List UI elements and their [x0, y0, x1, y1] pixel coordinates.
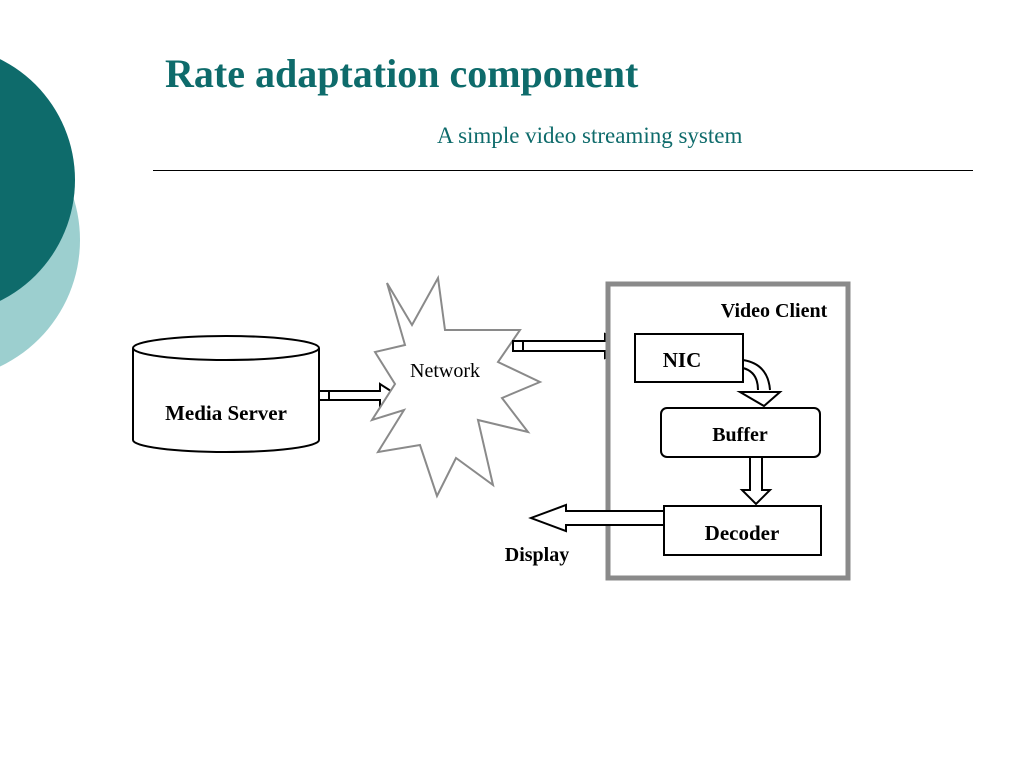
network-node: Network: [369, 274, 543, 499]
display-label: Display: [505, 544, 569, 566]
buffer-node: Buffer: [660, 407, 821, 458]
decorative-circles: [0, 59, 80, 367]
buffer-to-decoder-arrow: [739, 456, 773, 506]
slide-title: Rate adaptation component: [165, 51, 639, 96]
nic-box: [634, 333, 744, 383]
dark-circle: [0, 59, 75, 301]
decoder-box: [663, 505, 822, 556]
nic-node: NIC: [634, 333, 744, 383]
media-server-node: Media Server: [132, 335, 320, 453]
decoder-node: Decoder: [663, 505, 822, 556]
buffer-label: Buffer: [712, 424, 768, 446]
media-server-top: [132, 335, 320, 361]
network-starburst: [369, 274, 543, 499]
network-label: Network: [410, 360, 480, 382]
title-divider: [153, 170, 973, 171]
buffer-box: [660, 407, 821, 458]
media-server-cylinder: [132, 348, 320, 453]
nic-to-buffer-arrow: [736, 359, 783, 408]
nic-label: NIC: [663, 348, 702, 372]
slide-subtitle: A simple video streaming system: [437, 123, 743, 148]
media-server-label: Media Server: [165, 401, 287, 425]
decoder-to-display-arrow: [528, 503, 665, 533]
decoder-label: Decoder: [705, 521, 780, 545]
video-client-label: Video Client: [721, 300, 828, 322]
